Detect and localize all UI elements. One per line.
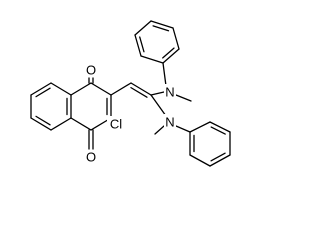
bond-c8-c7: [30, 82, 52, 96]
atom-label-bg-n-lower: [164, 114, 176, 129]
bond-q2-q3: [209, 121, 231, 133]
bond-c1-c2: [90, 82, 112, 96]
atom-label-bg-cl: [107, 116, 125, 131]
structure-canvas: O O Cl N N: [30, 20, 231, 167]
bond-c8a-c1: [70, 82, 92, 96]
bond-layer: [30, 20, 231, 167]
atom-label-o-bottom: O: [86, 150, 96, 165]
atom-label-bg-o-top: [85, 62, 97, 77]
atom-label-bg-o-bottom: [85, 150, 97, 165]
atom-label-o-top: O: [86, 63, 96, 78]
bond-c5-c4a: [50, 117, 72, 131]
bond-c4-c4a: [70, 117, 92, 131]
bond-p5-p6: [134, 34, 142, 57]
bond-cb-n-lower: [150, 94, 167, 117]
bond-c8a-c8: [50, 82, 72, 96]
bond-p3-p4: [150, 20, 174, 29]
bond-c2-ca: [110, 82, 132, 96]
bond-n-upper-phenyl: [162, 62, 167, 87]
bond-p3-p4-inner: [152, 25, 170, 32]
bond-n-upper-methyl: [175, 94, 192, 102]
bond-ca-cb: [130, 82, 152, 96]
bond-n-lower-phenyl: [175, 125, 191, 133]
bond-n-lower-methyl: [154, 125, 165, 135]
bond-p4-p5: [134, 20, 152, 36]
bond-p6-p1: [140, 55, 164, 64]
bond-c8-c7-inner: [35, 87, 51, 98]
bond-c6-c5: [30, 117, 52, 131]
bond-p5-p6-inner: [139, 36, 145, 53]
bond-p1-p2: [162, 48, 180, 64]
bond-c6-c5-inner: [35, 115, 51, 126]
atom-label-bg-n-upper: [164, 84, 176, 99]
molecule-drawing: O O Cl N N: [30, 20, 231, 167]
bond-ca-cb-inner: [130, 86, 148, 98]
bond-cb-n-upper: [150, 91, 165, 96]
bond-p1-p2-inner: [162, 47, 175, 59]
bond-q5-q6: [189, 154, 211, 167]
bond-q1-q2: [189, 121, 211, 133]
bond-q2-q3-inner: [210, 126, 226, 135]
atom-label-layer: O O Cl N N: [85, 62, 176, 165]
bond-q4-q5-inner: [210, 152, 226, 162]
atom-label-chlorine: Cl: [110, 117, 122, 132]
bond-q4-q5: [209, 154, 231, 167]
atom-label-n-lower: N: [165, 115, 174, 130]
atom-label-n-upper: N: [165, 85, 174, 100]
bond-p2-p3: [172, 27, 180, 50]
